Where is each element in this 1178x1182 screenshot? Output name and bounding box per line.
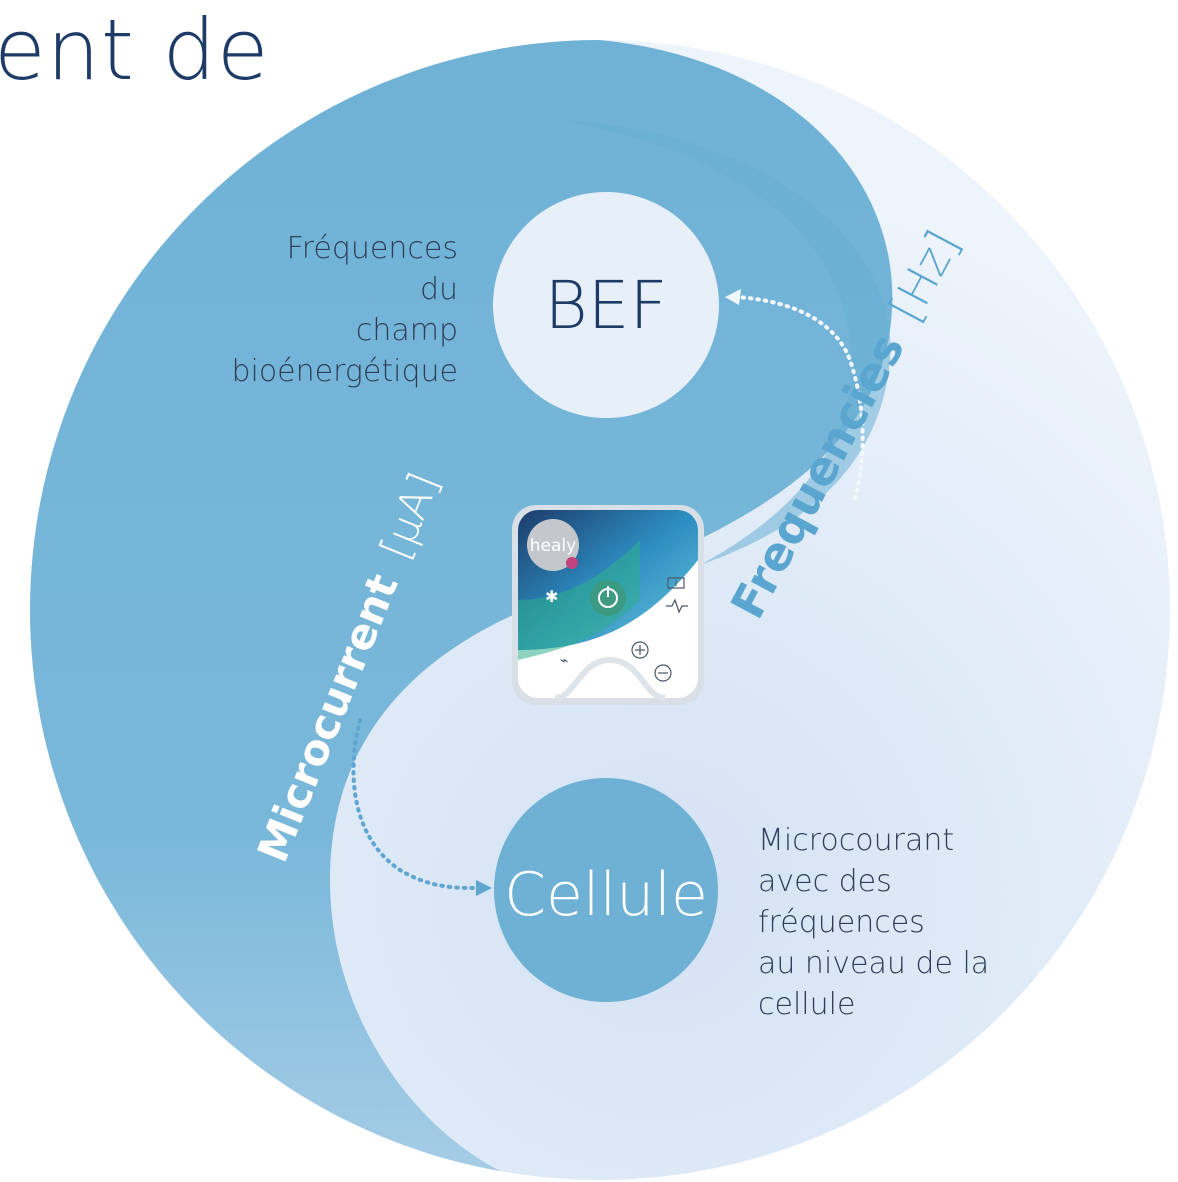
frequencies-arrowhead	[725, 289, 741, 305]
swirl-band	[560, 120, 891, 565]
healy-brand-text: healy	[530, 536, 576, 556]
cellule-label: Cellule	[504, 860, 708, 930]
cellule-description-line: Microcourant	[758, 823, 955, 858]
cellule-description: Microcourant avec des fréquences au nive…	[758, 820, 1038, 1025]
plus-icon	[631, 641, 649, 659]
page-title: ent de	[0, 1, 270, 99]
bluetooth-icon: ✱	[545, 587, 558, 606]
cellule-description-line: fréquences	[758, 905, 925, 940]
frequencies-connector	[733, 295, 865, 502]
bef-description-line: champ	[355, 313, 458, 348]
cellule-circle	[494, 778, 718, 1002]
bef-description-line: Fréquences	[286, 231, 458, 266]
usb-icon: ⌁	[560, 653, 568, 669]
bef-description: Fréquences du champ bioénergétique	[190, 228, 458, 392]
microcurrent-connector	[351, 718, 480, 890]
bef-circle	[493, 192, 719, 418]
battery-icon	[667, 577, 685, 589]
bef-description-line: du	[419, 272, 458, 307]
cellule-description-line: avec des	[758, 864, 892, 899]
bef-label: BEF	[545, 267, 668, 344]
bef-description-line: bioénergétique	[231, 354, 458, 389]
minus-icon	[654, 664, 672, 682]
cellule-description-line: cellule	[758, 987, 856, 1022]
healy-device: healy ✱ ⌁	[512, 505, 704, 705]
power-icon	[590, 580, 626, 616]
healy-logo	[527, 519, 579, 571]
cellule-description-line: au niveau de la	[758, 946, 990, 981]
pulse-icon	[666, 598, 688, 614]
microcurrent-arrowhead	[476, 880, 492, 896]
